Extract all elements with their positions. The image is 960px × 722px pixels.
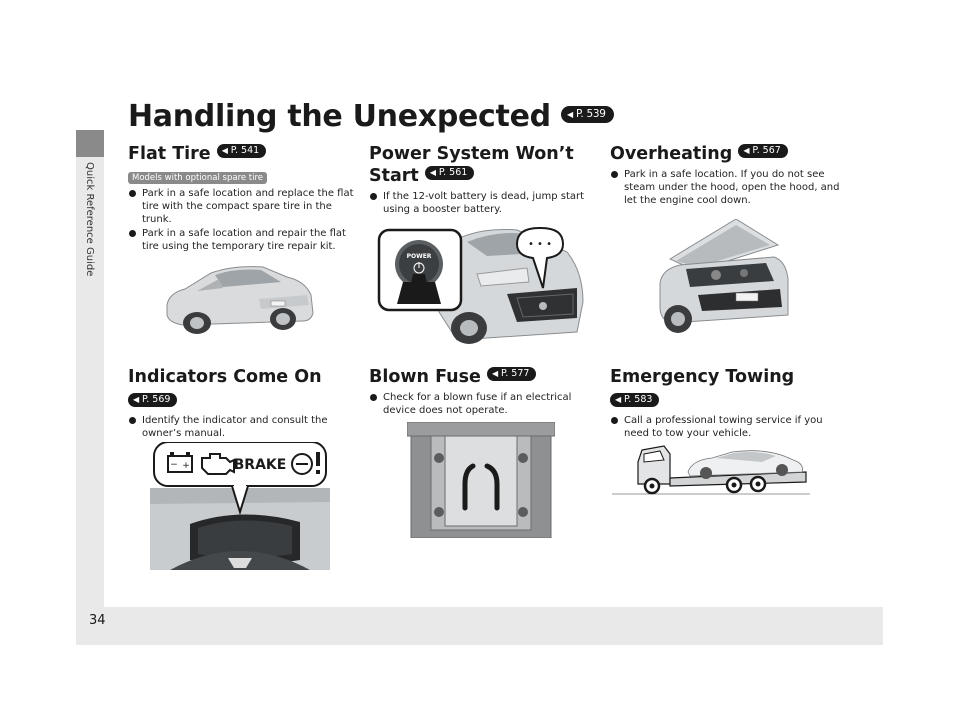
- power-system-title-line1: Power System Won’t: [369, 144, 574, 164]
- side-label: Quick Reference Guide: [84, 162, 98, 342]
- brake-label: BRAKE: [234, 457, 287, 473]
- model-badge: Models with optional spare tire: [128, 172, 268, 184]
- page-ref-arrow-icon: ◀: [492, 369, 499, 378]
- indicators-reference-link[interactable]: ◀P. 569: [128, 392, 178, 407]
- power-system-heading: Power System Won’t Start ◀P. 561: [369, 143, 589, 187]
- flat-tire-section: Flat Tire ◀P. 541 Models with optional s…: [128, 143, 354, 254]
- bullet-item: If the 12-volt battery is dead, jump sta…: [369, 190, 589, 216]
- side-label-text: Quick Reference Guide: [84, 162, 95, 277]
- page-title: Handling the Unexpected ◀P. 539: [128, 99, 614, 134]
- power-system-illustration: POWER • • •: [377, 222, 589, 346]
- page-ref-arrow-icon: ◀: [133, 394, 140, 404]
- blown-fuse-illustration: [407, 422, 555, 538]
- page-ref-text: P. 567: [752, 145, 781, 156]
- blown-fuse-reference-link[interactable]: ◀P. 577: [487, 367, 537, 381]
- bullet-item: Call a professional towing service if yo…: [610, 414, 840, 440]
- bullet-item: Check for a blown fuse if an electrical …: [369, 391, 589, 417]
- blown-fuse-section: Blown Fuse ◀P. 577 Check for a blown fus…: [369, 366, 589, 418]
- section-tab: [76, 130, 104, 157]
- page-ref-arrow-icon: ◀: [743, 146, 750, 155]
- overheating-section: Overheating ◀P. 567 Park in a safe locat…: [610, 143, 840, 208]
- indicators-heading: Indicators Come On: [128, 367, 322, 387]
- page-ref-text: P. 577: [501, 368, 530, 379]
- page-ref-text: P. 583: [624, 393, 653, 405]
- blown-fuse-title: Blown Fuse: [369, 367, 481, 387]
- flat-tire-bullets: Park in a safe location and replace the …: [128, 187, 354, 253]
- overheating-heading: Overheating ◀P. 567: [610, 143, 840, 165]
- indicators-section: Indicators Come On ◀P. 569 Identify the …: [128, 366, 354, 441]
- overheating-title: Overheating: [610, 144, 733, 164]
- flat-tire-reference-link[interactable]: ◀P. 541: [216, 144, 267, 158]
- page-ref-arrow-icon: ◀: [221, 146, 228, 155]
- power-system-title-line2: Start: [369, 166, 419, 186]
- power-system-section: Power System Won’t Start ◀P. 561 If the …: [369, 143, 589, 217]
- towing-illustration: [612, 440, 810, 496]
- towing-reference-link[interactable]: ◀P. 583: [610, 392, 660, 407]
- page-number: 34: [89, 613, 106, 628]
- battery-plus: +: [182, 461, 190, 471]
- towing-section: Emergency Towing ◀P. 583 Call a professi…: [610, 366, 840, 441]
- battery-minus: −: [170, 460, 178, 470]
- bullet-item: Park in a safe location and replace the …: [128, 187, 354, 226]
- bullet-item: Park in a safe location. If you do not s…: [610, 168, 840, 207]
- page-ref-text: P. 561: [438, 167, 468, 178]
- flat-tire-car-illustration: [163, 255, 315, 341]
- overheating-reference-link[interactable]: ◀P. 567: [738, 144, 788, 158]
- bullet-item: Park in a safe location and repair the f…: [128, 227, 354, 253]
- towing-bullets: Call a professional towing service if yo…: [610, 414, 840, 440]
- power-system-reference-link[interactable]: ◀P. 561: [424, 166, 475, 180]
- page-ref-text: P. 539: [575, 108, 606, 120]
- page-ref-text: P. 569: [142, 393, 171, 405]
- page-reference-link[interactable]: ◀P. 539: [560, 106, 614, 123]
- page-title-text: Handling the Unexpected: [128, 99, 551, 134]
- overheating-car-illustration: [656, 219, 790, 337]
- speech-bubble-text: • • •: [528, 239, 552, 250]
- page-ref-arrow-icon: ◀: [429, 168, 437, 177]
- flat-tire-title: Flat Tire: [128, 144, 211, 164]
- flat-tire-heading: Flat Tire ◀P. 541: [128, 143, 354, 165]
- page-ref-arrow-icon: ◀: [615, 394, 622, 404]
- indicators-bullets: Identify the indicator and consult the o…: [128, 414, 354, 440]
- page-ref-arrow-icon: ◀: [566, 110, 573, 119]
- blown-fuse-bullets: Check for a blown fuse if an electrical …: [369, 391, 589, 417]
- blown-fuse-heading: Blown Fuse ◀P. 577: [369, 366, 589, 388]
- towing-heading: Emergency Towing: [610, 367, 795, 387]
- power-system-bullets: If the 12-volt battery is dead, jump sta…: [369, 190, 589, 216]
- power-button-label: POWER: [407, 253, 432, 260]
- page-ref-text: P. 541: [230, 145, 260, 156]
- bullet-item: Identify the indicator and consult the o…: [128, 414, 354, 440]
- overheating-bullets: Park in a safe location. If you do not s…: [610, 168, 840, 207]
- indicators-illustration: − + BRAKE: [150, 442, 330, 570]
